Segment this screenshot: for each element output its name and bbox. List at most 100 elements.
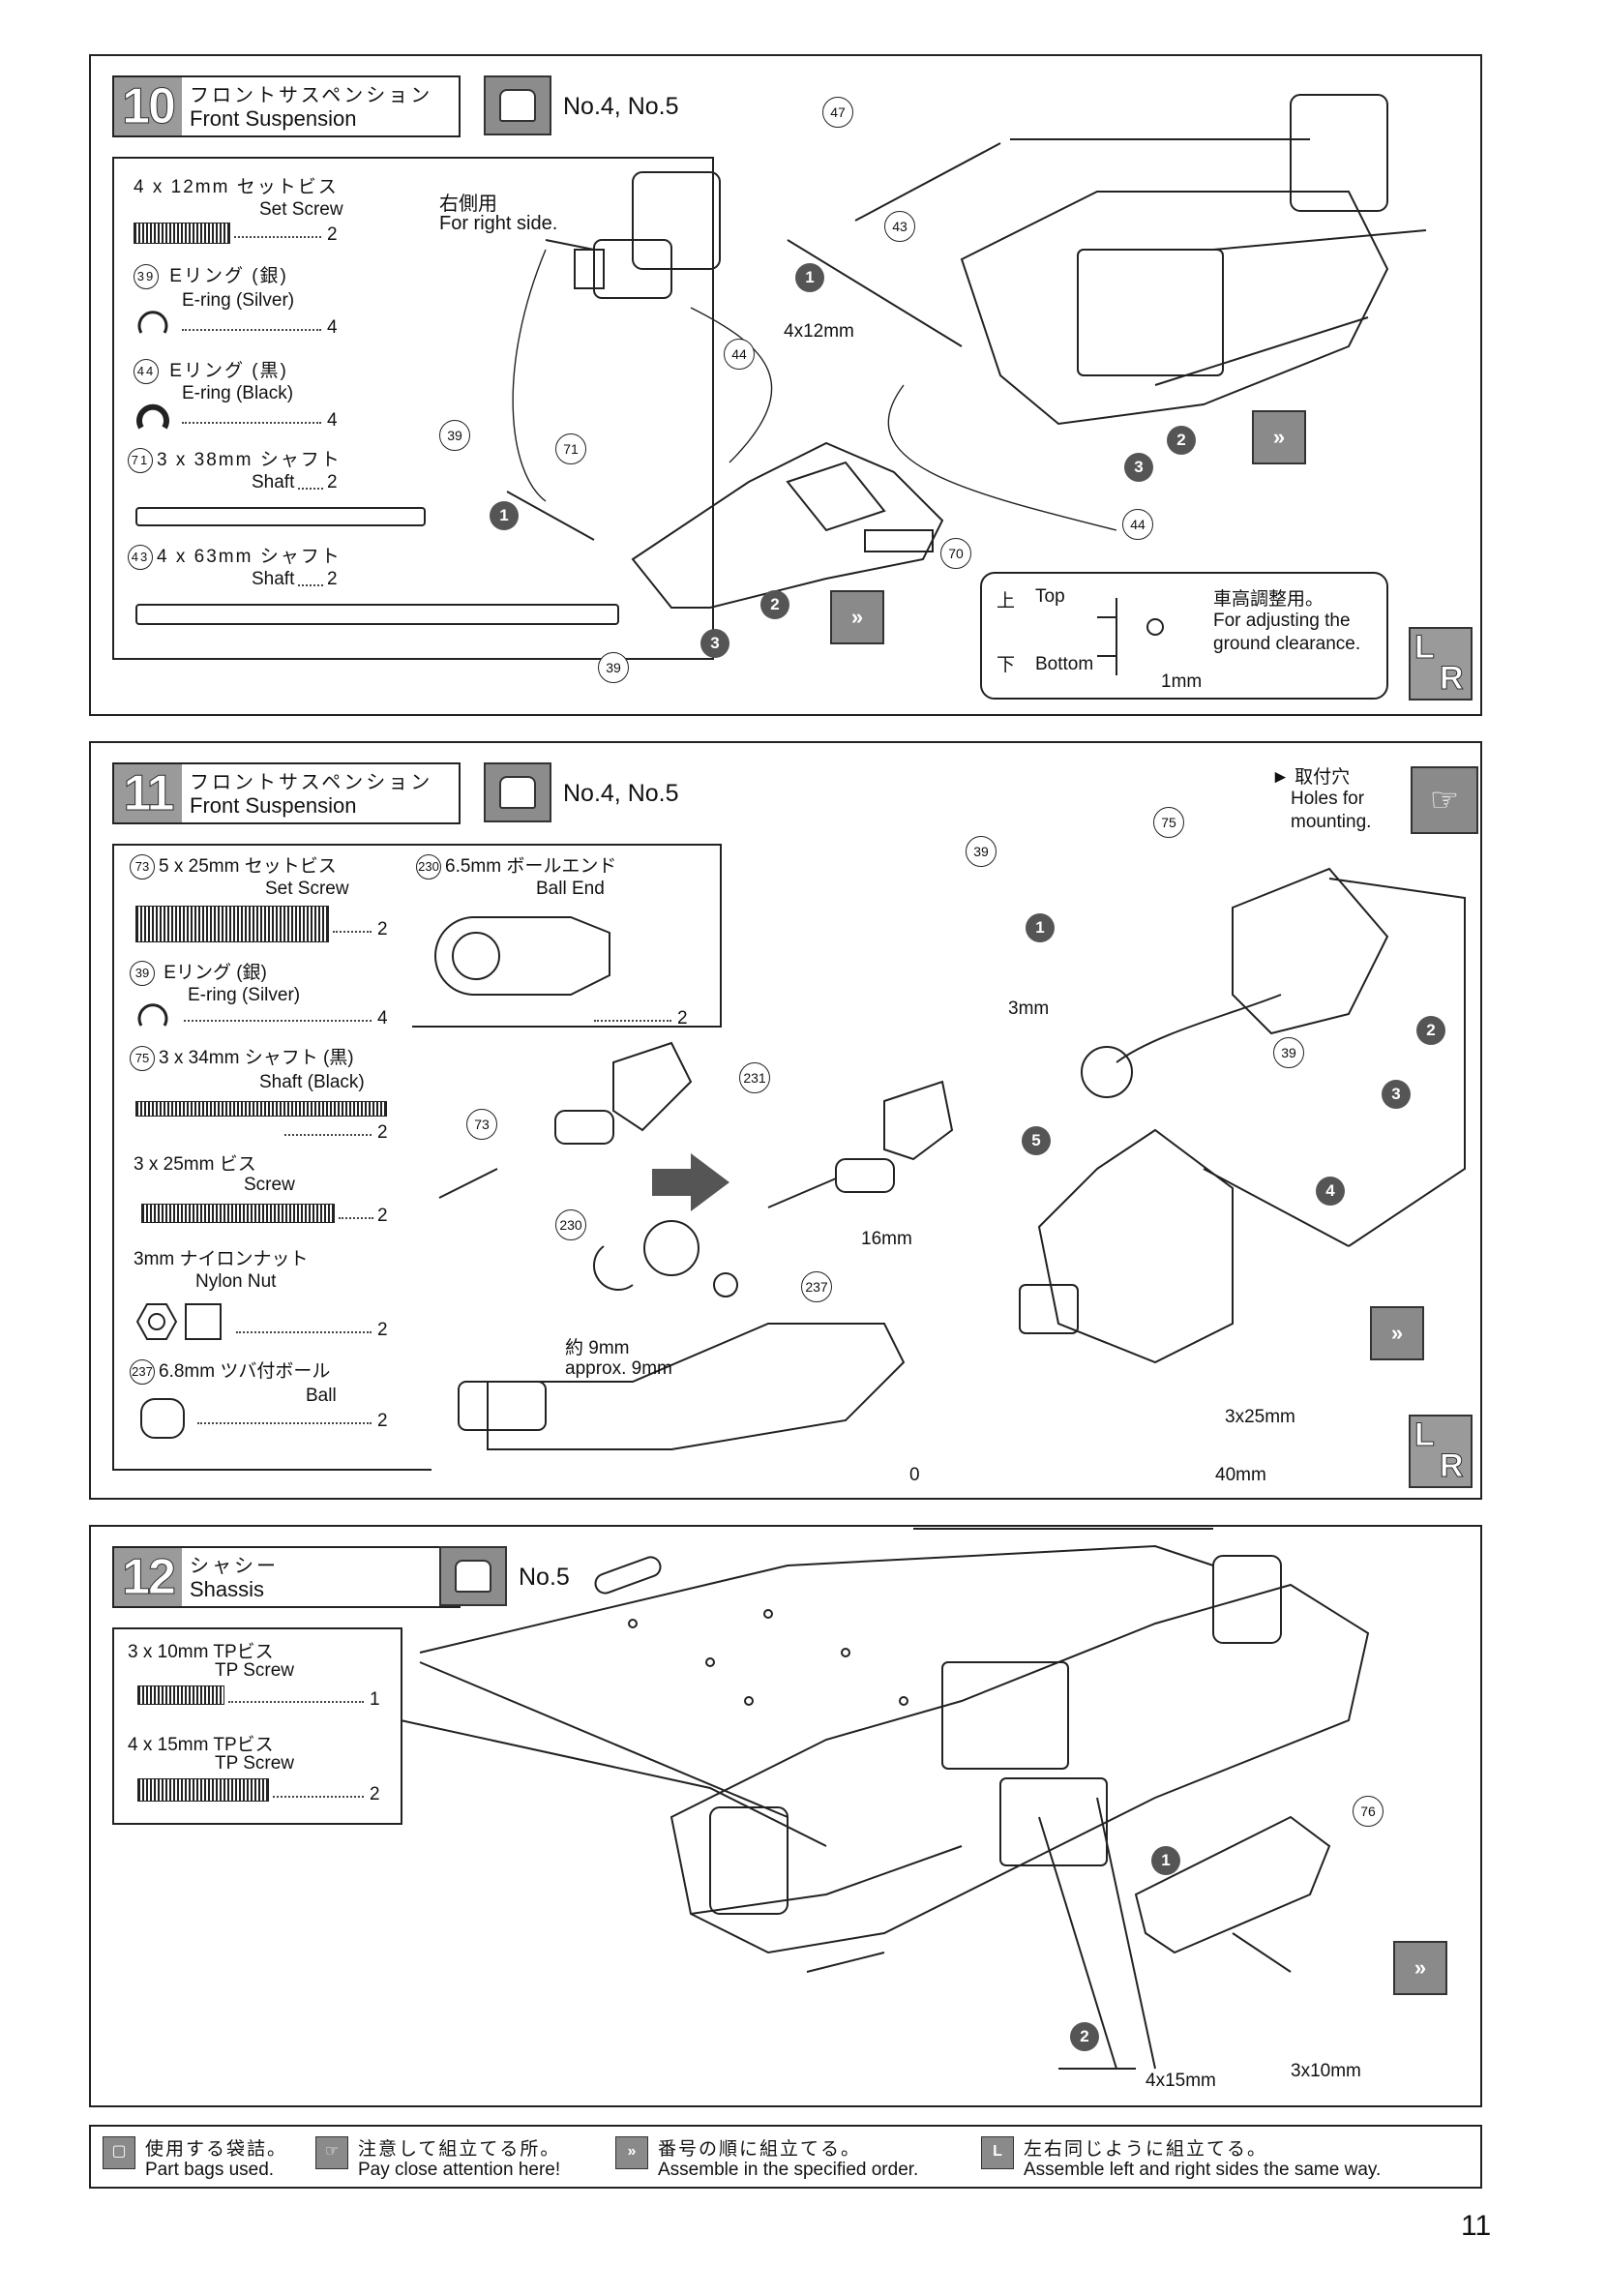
shaft-38mm-image <box>135 507 426 526</box>
set-screw-image <box>134 223 230 244</box>
assembly-order-icon: » <box>1393 1941 1447 1995</box>
callout-43: 43 <box>884 211 915 242</box>
callout-71: 71 <box>555 433 586 464</box>
shaft-63mm-image <box>135 604 619 625</box>
callout-39: 39 <box>598 652 629 683</box>
scale-label-0: 0 <box>909 1465 920 1485</box>
tp-screw-10mm-image <box>137 1685 224 1705</box>
e-ring-black-icon <box>136 403 169 430</box>
assembly-order-icon: » <box>1252 410 1306 464</box>
dimension-4x15mm: 4x15mm <box>1146 2071 1216 2091</box>
part-name-en: E-ring (Silver) <box>188 985 301 1005</box>
part-qty: 2 <box>377 1122 388 1143</box>
step-11-section: 11 フロントサスペンション Front Suspension No.4, No… <box>89 741 1482 1530</box>
caution-hand-icon: ☞ <box>315 2136 348 2169</box>
scale-label-40: 40mm <box>1215 1465 1266 1485</box>
page-number: 11 <box>1461 2210 1492 2242</box>
step-title-jp: フロントサスペンション <box>190 85 433 106</box>
part-name-en: Set Screw <box>265 879 349 899</box>
callout-230: 230 <box>555 1209 586 1240</box>
bag-numbers: No.4, No.5 <box>563 780 679 807</box>
parts-list <box>112 844 432 1471</box>
part-id: 44 <box>134 358 159 384</box>
assembly-order-icon: » <box>830 590 884 644</box>
part-id: 71 <box>128 447 153 473</box>
dimension-9mm-en: approx. 9mm <box>565 1358 672 1379</box>
part-name-jp: 39 Eリング (銀) <box>134 261 288 289</box>
caution-hand-icon: ☞ <box>1411 766 1478 834</box>
step-title-jp: シャシー <box>190 1556 279 1577</box>
step-12-title: 12 シャシー Shassis <box>112 1546 461 1608</box>
shaft-black-image <box>135 1101 387 1117</box>
part-name-jp: 4 x 15mm TPビス <box>128 1735 274 1755</box>
callout-231: 231 <box>739 1062 770 1093</box>
holes-label-en: Holes for mounting. <box>1291 789 1372 832</box>
legend-en: Assemble in the specified order. <box>658 2160 919 2180</box>
left-right-icon: L <box>981 2136 1014 2169</box>
part-qty: 1 <box>370 1689 380 1710</box>
part-qty: 2 <box>377 1320 388 1340</box>
ball-end-assembly-drawing <box>438 867 1466 1530</box>
step-10-section: 10 フロントサスペンション Front Suspension No.4, No… <box>89 54 1482 716</box>
legend: ▢ 使用する袋詰。 Part bags used. ☞ 注意して組立てる所。 P… <box>89 2125 1482 2189</box>
dimension-3x25mm: 3x25mm <box>1225 1407 1295 1427</box>
part-qty: 4 <box>377 1008 388 1029</box>
front-suspension-drawing <box>506 94 1427 700</box>
bag-numbers: No.4, No.5 <box>563 93 679 120</box>
part-id: 43 <box>128 544 153 570</box>
detail-bottom-jp: 下 <box>997 655 1016 675</box>
part-qty: 4 <box>327 317 338 338</box>
bag-numbers: No.5 <box>519 1564 570 1591</box>
part-name-en: Screw <box>244 1175 295 1195</box>
part-name-jp: 3 x 25mm ビス <box>134 1154 256 1175</box>
callout-75: 75 <box>1153 807 1184 838</box>
part-id: 39 <box>134 263 159 289</box>
step-title-jp: フロントサスペンション <box>190 772 433 793</box>
part-name-en: Shaft (Black) <box>259 1072 365 1092</box>
part-bag-icon <box>484 762 551 822</box>
right-side-label-jp: 右側用 <box>439 194 497 215</box>
step-title-en: Shassis <box>190 1577 265 1601</box>
part-bag-icon <box>439 1546 507 1606</box>
part-name-en: TP Screw <box>215 1753 295 1774</box>
ball-end-image <box>434 916 610 996</box>
part-name-en: E-ring (Black) <box>182 383 294 403</box>
detail-bottom-en: Bottom <box>1035 654 1094 674</box>
part-bag-icon <box>484 75 551 135</box>
step-12-section: 12 シャシー Shassis No.5 3 x 10mm TPビス TP Sc… <box>89 1525 1482 2107</box>
legend-en: Pay close attention here! <box>358 2160 561 2180</box>
right-side-label-en: For right side. <box>439 213 558 234</box>
step-title-en: Front Suspension <box>190 106 357 131</box>
legend-en: Part bags used. <box>145 2160 275 2180</box>
callout-47: 47 <box>822 97 853 128</box>
callout-39: 39 <box>1273 1037 1304 1068</box>
callout-44: 44 <box>724 339 755 370</box>
part-name-jp: 39 Eリング (銀) <box>130 958 267 986</box>
holes-label-jp: ► 取付穴 <box>1271 767 1351 788</box>
step-title-en: Front Suspension <box>190 793 357 818</box>
ball-icon <box>140 1398 185 1439</box>
detail-top-en: Top <box>1035 586 1065 607</box>
e-ring-silver-icon <box>137 1003 168 1027</box>
part-name-jp: 3 x 10mm TPビス <box>128 1642 274 1662</box>
callout-76: 76 <box>1353 1796 1384 1827</box>
part-name-en: E-ring (Silver) <box>182 290 295 311</box>
step-number: 12 <box>114 1548 182 1606</box>
dimension-16mm: 16mm <box>861 1229 912 1249</box>
part-qty: 2 <box>677 1008 688 1029</box>
detail-dimension: 1mm <box>1161 671 1203 692</box>
part-qty: 4 <box>327 410 338 431</box>
detail-top-jp: 上 <box>997 591 1016 611</box>
callout-39: 39 <box>439 420 470 451</box>
dimension-3x10mm: 3x10mm <box>1291 2061 1361 2081</box>
part-qty: 2 <box>327 224 338 245</box>
part-name-en: Shaft <box>252 569 295 589</box>
dimension-3mm: 3mm <box>1008 999 1050 1019</box>
